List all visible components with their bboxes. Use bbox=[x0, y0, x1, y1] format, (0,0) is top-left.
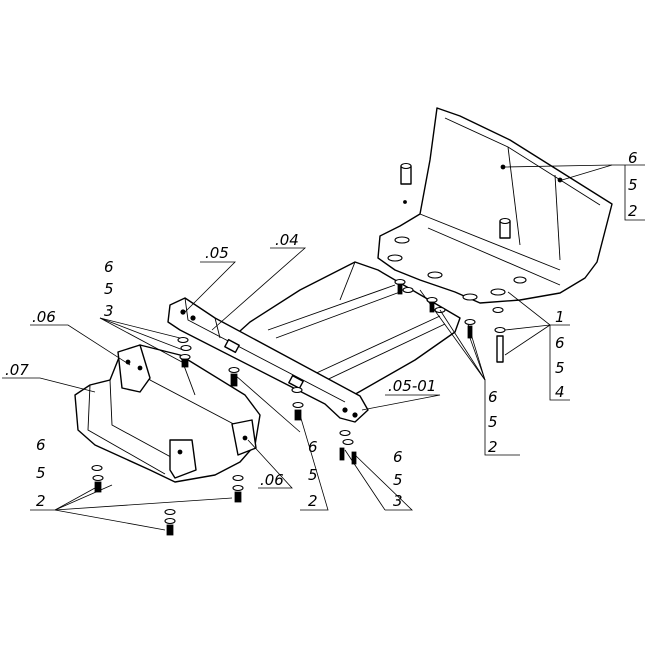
label-br-3: 3 bbox=[393, 492, 403, 510]
label-plate-04: .04 bbox=[275, 231, 299, 249]
engine-skid-plate bbox=[377, 107, 613, 304]
label-bl-2: 2 bbox=[36, 492, 46, 510]
gearbox-guard-06 bbox=[74, 344, 261, 483]
label-lt-3: 3 bbox=[104, 302, 114, 320]
label-bc-5: 5 bbox=[308, 466, 318, 484]
label-bl-6: 6 bbox=[36, 436, 46, 454]
label-rm-1: 1 bbox=[555, 308, 565, 326]
label-plate-05: .05 bbox=[205, 244, 229, 262]
position-labels: .05 .04 .05-01 .06 .07 .06 6 5 2 1 6 5 4… bbox=[5, 149, 638, 510]
label-lt-6: 6 bbox=[104, 258, 114, 276]
label-mid-2: 2 bbox=[488, 438, 498, 456]
label-mid-5: 5 bbox=[488, 413, 498, 431]
leader-lines bbox=[2, 164, 645, 531]
label-guard-07: .07 bbox=[5, 361, 29, 379]
label-bl-5: 5 bbox=[36, 464, 46, 482]
label-br-6: 6 bbox=[393, 448, 403, 466]
label-guard-06-lower: .06 bbox=[260, 471, 284, 489]
label-plate-05-01: .05-01 bbox=[388, 377, 436, 395]
spacer-bushings bbox=[400, 162, 511, 239]
label-tr-5: 5 bbox=[628, 176, 638, 194]
label-br-5: 5 bbox=[393, 471, 403, 489]
label-bc-6: 6 bbox=[308, 438, 318, 456]
fasteners bbox=[91, 278, 506, 536]
label-tr-2: 2 bbox=[628, 202, 638, 220]
label-rm-5: 5 bbox=[555, 359, 565, 377]
label-rm-6: 6 bbox=[555, 334, 565, 352]
label-lt-5: 5 bbox=[104, 280, 114, 298]
label-mid-6: 6 bbox=[488, 388, 498, 406]
label-bc-2: 2 bbox=[308, 492, 318, 510]
label-tr-6: 6 bbox=[628, 149, 638, 167]
label-guard-06: .06 bbox=[32, 308, 56, 326]
cross-member-05 bbox=[167, 297, 369, 423]
label-rm-4: 4 bbox=[555, 383, 565, 401]
